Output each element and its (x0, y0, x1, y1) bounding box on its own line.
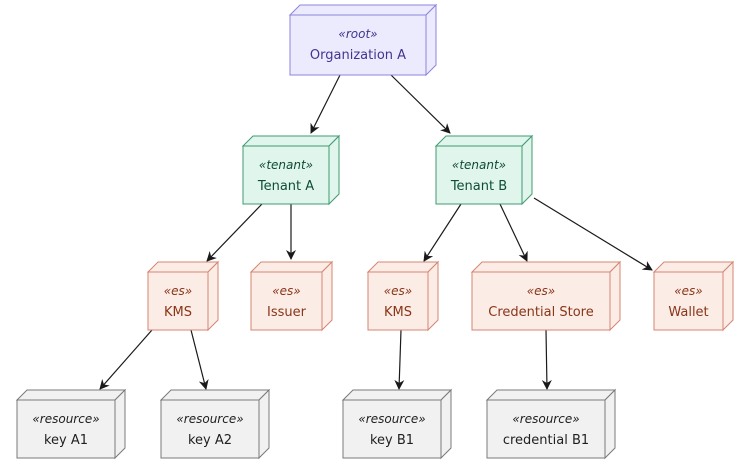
node-top-face (249, 261, 334, 273)
node-issuer: «es» Issuer (249, 260, 334, 332)
node-keyA1: «resource» key A1 (15, 388, 127, 460)
edge-org-tenantA (310, 74, 341, 134)
node-top-face (485, 389, 617, 401)
node-stereotype: «tenant» (259, 158, 313, 172)
node-front-face (435, 145, 523, 205)
node-side-face (440, 388, 452, 460)
node-front-face (367, 271, 429, 331)
node-label: KMS (164, 305, 192, 320)
node-label: Organization A (310, 48, 406, 63)
node-front-face (250, 271, 323, 331)
node-credStore: «es» Credential Store (470, 260, 622, 332)
node-front-face (471, 271, 611, 331)
node-label: key A1 (44, 433, 88, 448)
node-side-face (425, 3, 437, 77)
node-wallet: «es» Wallet (652, 260, 735, 332)
edge-kmsA-keyA2 (190, 329, 209, 390)
node-side-face (609, 260, 621, 332)
node-front-face (342, 399, 442, 459)
node-top-face (15, 389, 127, 401)
node-top-face (341, 389, 453, 401)
node-stereotype: «resource» (32, 412, 99, 426)
edge-kmsA-keyA1 (99, 329, 153, 390)
edge-tenantB-kmsB (423, 203, 462, 262)
node-top-face (241, 135, 341, 147)
node-front-face (486, 399, 606, 459)
node-stereotype: «resource» (358, 412, 425, 426)
node-side-face (427, 260, 439, 332)
node-label: Credential Store (488, 305, 593, 320)
edge-tenantB-credstore (499, 203, 528, 262)
node-top-face (288, 4, 438, 16)
edge-org-tenantB (390, 74, 451, 134)
node-label: key B1 (370, 433, 414, 448)
node-side-face (114, 388, 126, 460)
node-stereotype: «resource» (512, 412, 579, 426)
node-tenantB: «tenant» Tenant B (434, 134, 534, 206)
node-top-face (652, 261, 735, 273)
node-org: «root» Organization A (288, 3, 438, 77)
node-credB1: «resource» credential B1 (485, 388, 617, 460)
edge-tenantB-wallet (533, 197, 653, 271)
node-front-face (653, 271, 724, 331)
node-top-face (146, 261, 220, 273)
node-kmsB: «es» KMS (366, 260, 440, 332)
node-front-face (160, 399, 260, 459)
node-label: Tenant A (257, 179, 314, 194)
node-stereotype: «es» (272, 284, 300, 298)
node-stereotype: «es» (384, 284, 412, 298)
node-label: key A2 (188, 433, 232, 448)
node-label: Issuer (267, 305, 307, 320)
node-front-face (289, 14, 427, 76)
node-tenantA: «tenant» Tenant A (241, 134, 341, 206)
node-side-face (258, 388, 270, 460)
edge-credstore-credB1 (541, 329, 552, 390)
edge-kmsB-keyB1 (394, 329, 405, 390)
node-top-face (159, 389, 271, 401)
node-side-face (207, 260, 219, 332)
node-side-face (722, 260, 734, 332)
node-stereotype: «root» (338, 27, 377, 41)
node-side-face (321, 260, 333, 332)
node-label: KMS (384, 305, 412, 320)
edge-tenantA-kmsA (206, 203, 263, 262)
node-side-face (604, 388, 616, 460)
node-stereotype: «es» (527, 284, 555, 298)
node-stereotype: «es» (164, 284, 192, 298)
node-top-face (434, 135, 534, 147)
node-kmsA: «es» KMS (146, 260, 220, 332)
node-stereotype: «resource» (176, 412, 243, 426)
node-keyB1: «resource» key B1 (341, 388, 453, 460)
node-front-face (242, 145, 330, 205)
node-stereotype: «tenant» (452, 158, 506, 172)
node-label: Tenant B (450, 179, 507, 194)
node-top-face (366, 261, 440, 273)
node-side-face (521, 134, 533, 206)
node-side-face (328, 134, 340, 206)
node-stereotype: «es» (674, 284, 702, 298)
node-label: Wallet (668, 305, 708, 320)
node-label: credential B1 (503, 433, 589, 448)
node-front-face (16, 399, 116, 459)
node-front-face (147, 271, 209, 331)
node-top-face (470, 261, 622, 273)
node-keyA2: «resource» key A2 (159, 388, 271, 460)
